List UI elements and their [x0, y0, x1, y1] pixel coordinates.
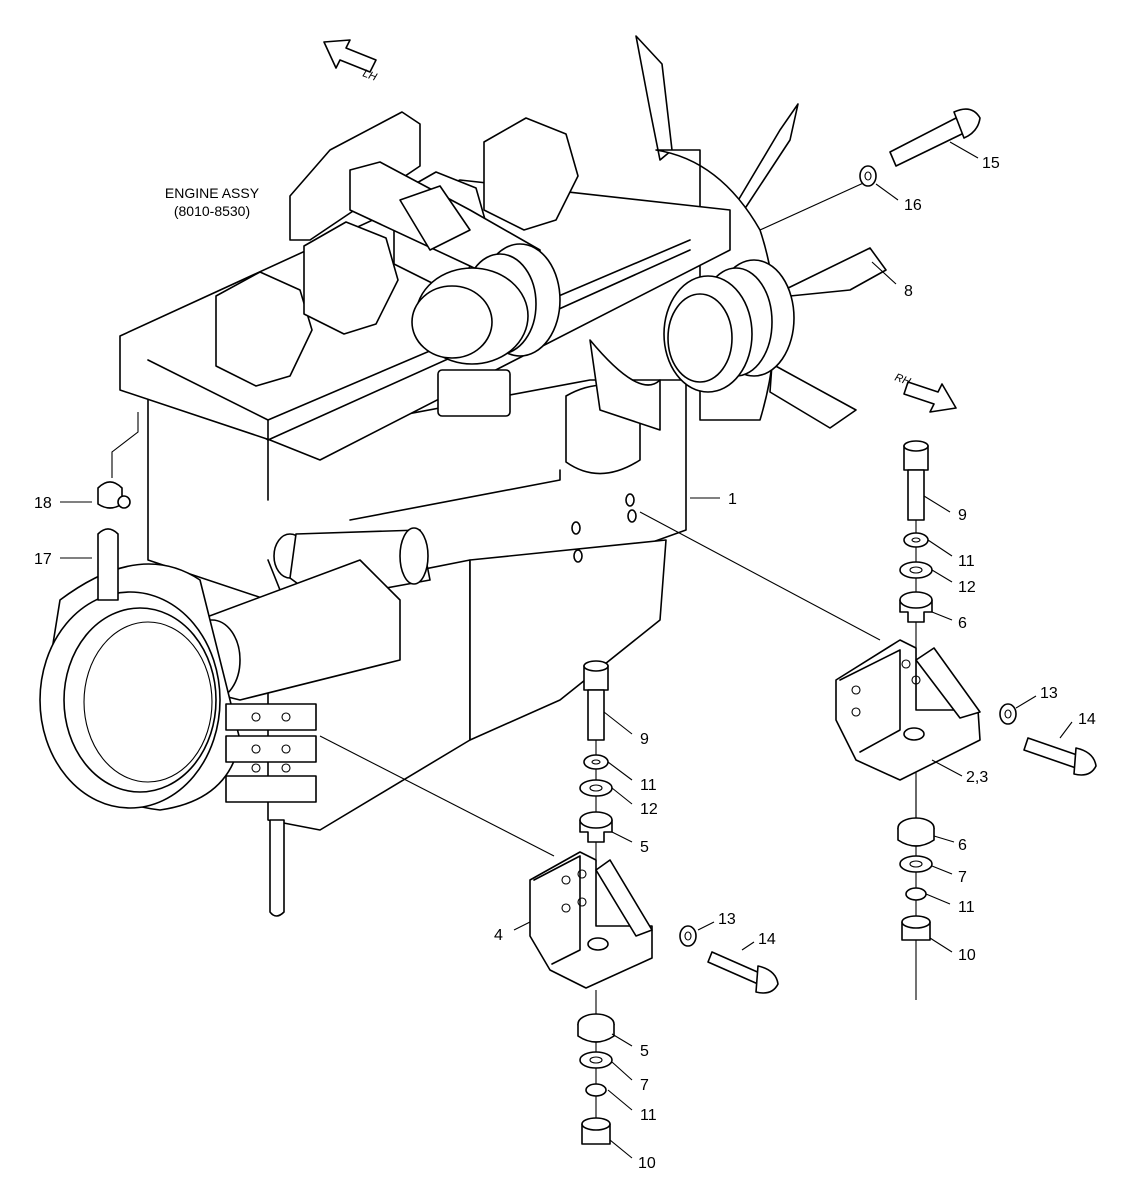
washer-11-left: [583, 754, 609, 770]
callout-14-right: 14: [1078, 711, 1096, 728]
callout-11-left-top: 11: [640, 777, 657, 794]
bolt-9-left: [583, 660, 609, 741]
mount-5-top: [579, 811, 613, 843]
washer-11-right-b: [905, 887, 927, 901]
callout-13-right: 13: [1040, 685, 1058, 702]
washer-7-left: [579, 1051, 613, 1069]
lh-label: LH: [361, 68, 378, 84]
callout-6-bottom: 6: [958, 837, 967, 854]
callout-7-left: 7: [640, 1077, 649, 1094]
callout-5-bottom: 5: [640, 1043, 649, 1060]
callout-18: 18: [34, 495, 52, 512]
engine-assembly: [39, 35, 887, 917]
washer-13-right: [999, 703, 1017, 725]
callout-1: 1: [728, 491, 737, 508]
title-line-1: ENGINE ASSY: [165, 185, 260, 201]
rh-label: RH: [893, 372, 912, 389]
callout-5-top: 5: [640, 839, 649, 856]
callout-11-left-bottom: 11: [640, 1107, 657, 1124]
callout-10-left: 10: [638, 1155, 656, 1172]
mount-6-top: [899, 591, 933, 623]
title-line-2: (8010-8530): [174, 203, 250, 219]
bolt-9-right: [903, 440, 929, 521]
bracket-right: [835, 639, 981, 781]
callout-7-right: 7: [958, 869, 967, 886]
callout-9-right: 9: [958, 507, 967, 524]
callout-12-right: 12: [958, 579, 976, 596]
callout-14-left: 14: [758, 931, 776, 948]
callout-11-right-bottom: 11: [958, 899, 975, 916]
callout-8: 8: [904, 283, 913, 300]
callout-10-right: 10: [958, 947, 976, 964]
nut-10-left: [581, 1117, 611, 1145]
callout-12-left: 12: [640, 801, 658, 818]
callout-6-top: 6: [958, 615, 967, 632]
washer-11-left-b: [585, 1083, 607, 1097]
callout-leaders: [60, 141, 1073, 1159]
callout-15: 15: [982, 155, 1000, 172]
callout-11-right-top: 11: [958, 553, 975, 570]
washer-12-right: [899, 561, 933, 579]
bolt-15: [889, 108, 981, 167]
mount-6-bottom: [897, 817, 935, 847]
bolt-14-right: [1023, 737, 1097, 776]
bracket-left: [529, 851, 653, 989]
washer-11-right: [903, 532, 929, 548]
nut-10-right: [901, 915, 931, 941]
callout-17: 17: [34, 551, 52, 568]
bolt-14-left: [707, 951, 779, 994]
callout-16: 16: [904, 197, 922, 214]
callout-4: 4: [494, 927, 503, 944]
callout-13-left: 13: [718, 911, 736, 928]
washer-13-left: [679, 925, 697, 947]
washer-7-right: [899, 855, 933, 873]
callout-9-left: 9: [640, 731, 649, 748]
rh-arrow-icon: [903, 381, 957, 413]
callout-2-3: 2,3: [966, 769, 988, 786]
mount-5-bottom: [577, 1013, 615, 1043]
washer-16: [859, 165, 877, 187]
washer-12-left: [579, 779, 613, 797]
lh-arrow-icon: [323, 39, 377, 73]
